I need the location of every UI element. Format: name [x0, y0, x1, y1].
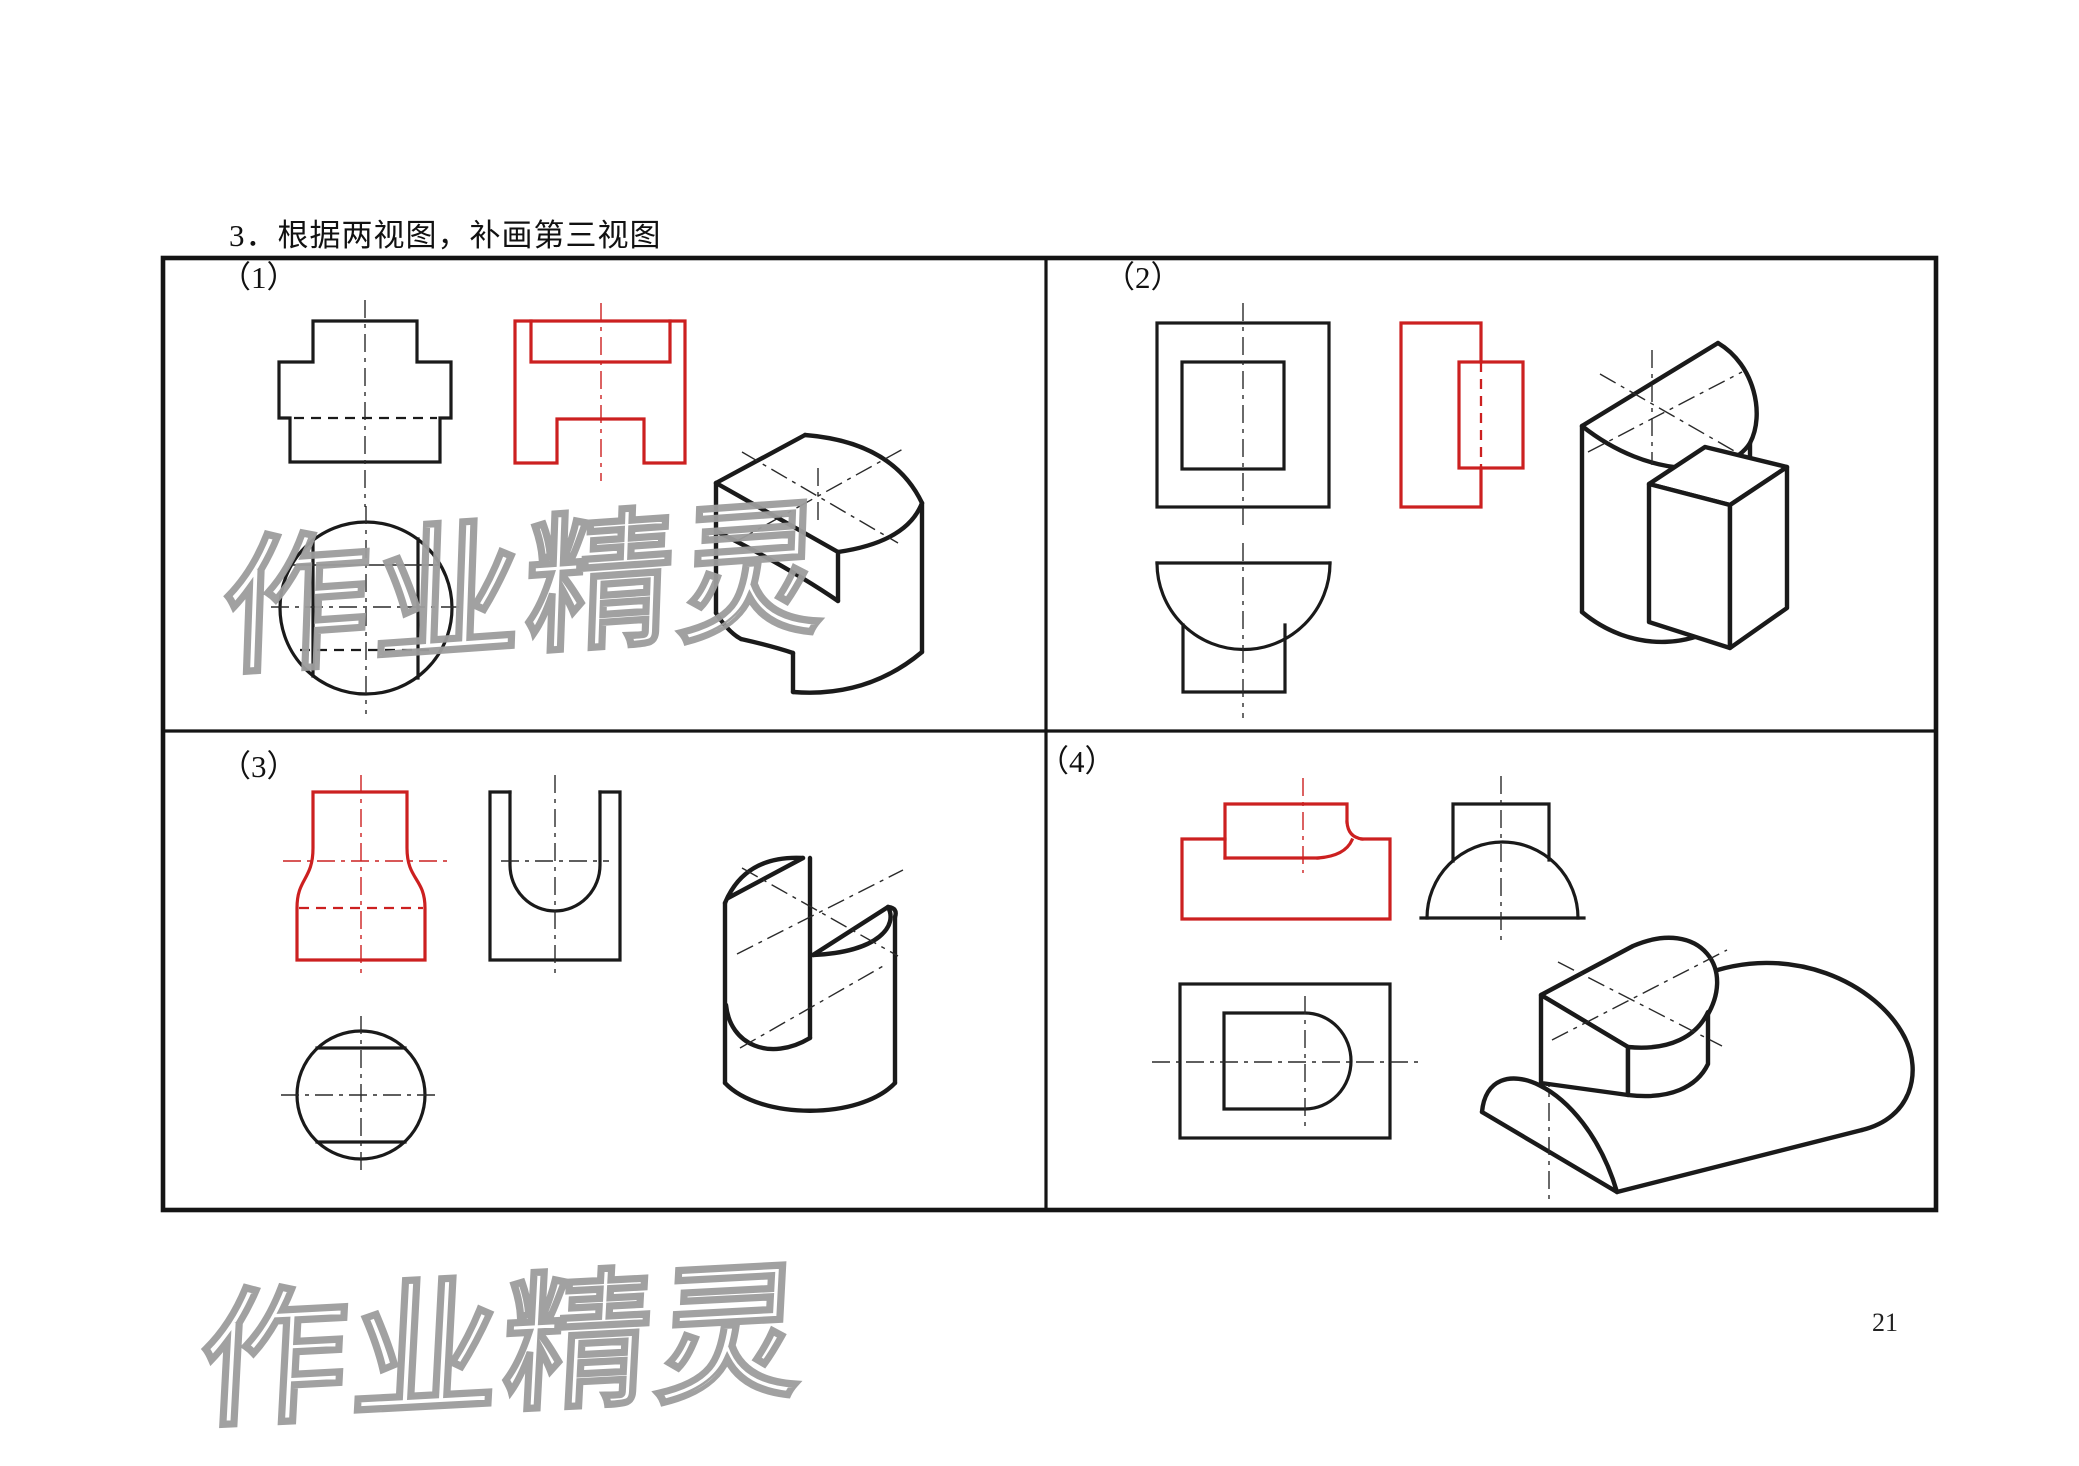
cell1-pictorial-view: [713, 432, 925, 695]
cell1-front-view: [277, 300, 453, 507]
cell2-top-view: [1155, 543, 1332, 718]
cell2-front-view: [1155, 303, 1331, 527]
cell3-front-view-answer: [283, 775, 447, 977]
cell1-side-view-answer: [513, 303, 687, 481]
page-number: 21: [1872, 1308, 1898, 1337]
cell3-top-view: [281, 1016, 441, 1176]
cell4-label: （4）: [1038, 744, 1116, 779]
cell4-pictorial-view: [1479, 935, 1915, 1200]
exercise-title: 3．根据两视图，补画第三视图: [229, 218, 662, 253]
cell4-side-view: [1419, 776, 1586, 940]
cell2-label: （2）: [1104, 260, 1182, 295]
cell3-pictorial-view: [722, 855, 904, 1113]
cell4-front-view-answer: [1180, 778, 1392, 921]
cell2-pictorial-view: [1579, 340, 1790, 651]
answer-grid-frame: [160, 255, 1939, 1213]
cell1-top-view: [271, 506, 462, 714]
cell3-side-view: [488, 775, 622, 977]
cell1-label: （1）: [220, 260, 298, 295]
cell2-side-view-answer: [1399, 321, 1525, 509]
cell4-top-view: [1152, 982, 1420, 1140]
cell3-label: （3）: [220, 749, 298, 784]
